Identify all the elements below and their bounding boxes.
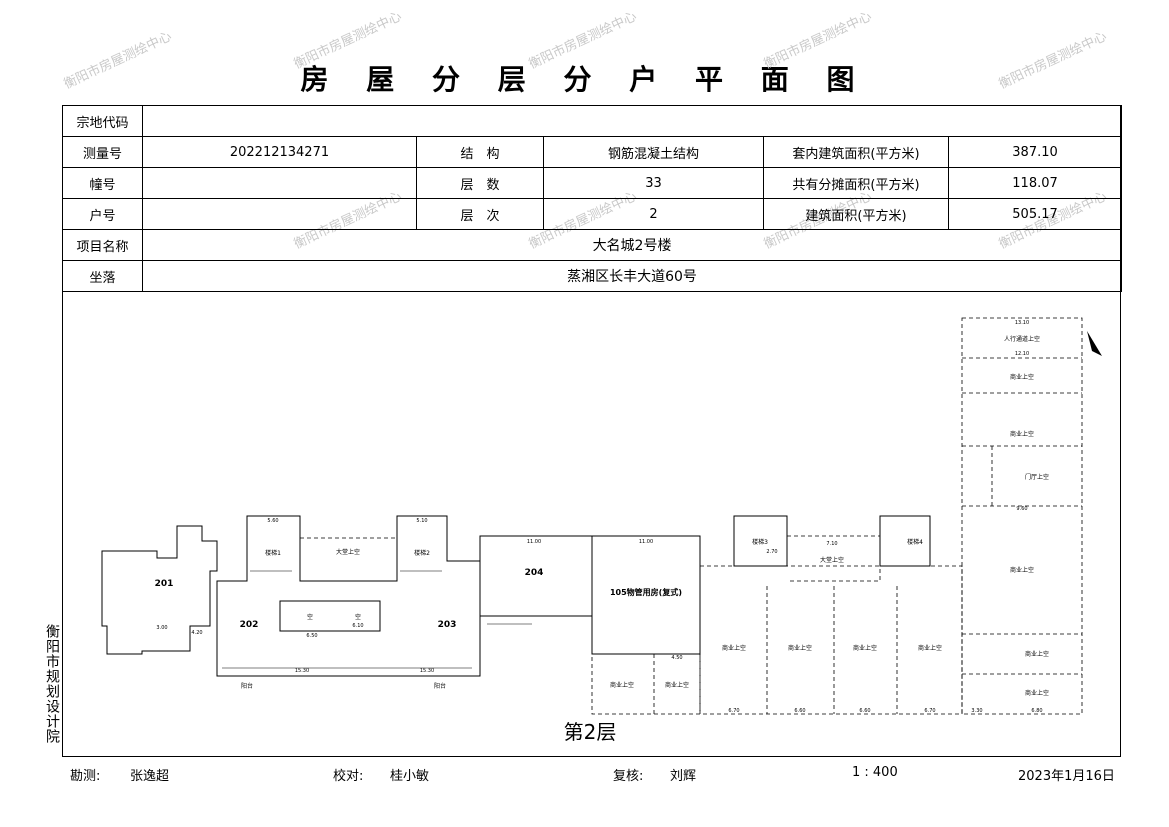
north-arrow-icon: [1087, 331, 1102, 356]
dimension-label: 15.30: [295, 668, 309, 674]
room-label: 商业上空: [665, 681, 689, 689]
floor-plan: 201 202 203 204 105物管用房(复式) 楼梯1 楼梯2 楼梯3 …: [101, 317, 1102, 744]
dimension-label: 5.10: [416, 518, 427, 524]
unit-label: 201: [155, 579, 174, 589]
dimension-label: 11.00: [527, 539, 541, 545]
room-label: 阳台: [241, 682, 253, 690]
room-label: 商业上空: [788, 644, 812, 652]
survey-no-value: 202212134271: [142, 136, 417, 168]
dimension-label: 4.20: [191, 630, 202, 636]
unit-label: 204: [525, 568, 544, 578]
unit-label: 105物管用房(复式): [610, 587, 682, 597]
dimension-label: 12.10: [1015, 351, 1029, 357]
room-label: 楼梯2: [414, 549, 430, 557]
unit-label: 203: [438, 620, 457, 630]
room-label: 商业上空: [1025, 650, 1049, 658]
dimension-label: 6.60: [859, 708, 870, 714]
room-label: 人行通道上空: [1004, 335, 1040, 343]
dimension-label: 15.30: [420, 668, 434, 674]
project-value: 大名城2号楼: [141, 229, 1123, 261]
dimension-label: 3.00: [156, 625, 167, 631]
unit-label: 202: [240, 620, 259, 630]
floors-value: 33: [543, 167, 764, 199]
room-label: 大堂上空: [820, 556, 844, 564]
room-label: 商业上空: [853, 644, 877, 652]
room-label: 商业上空: [722, 644, 746, 652]
building-no-value: [142, 167, 417, 199]
floor-level-value: 2: [543, 198, 764, 230]
survey-no-label: 测量号: [62, 136, 143, 168]
project-label: 项目名称: [62, 229, 143, 261]
dimension-label: 5.60: [267, 518, 278, 524]
room-label: 商业上空: [1010, 566, 1034, 574]
floor-level-label: 层 次: [416, 198, 544, 230]
room-label: 商业上空: [918, 644, 942, 652]
room-label: 楼梯4: [907, 538, 923, 546]
dimension-label: 11.00: [639, 539, 653, 545]
dimension-label: 6.50: [306, 633, 317, 639]
floor-label: 第2层: [564, 720, 617, 744]
build-area-value: 505.17: [947, 198, 1123, 230]
check-label: 校对:: [333, 769, 364, 784]
room-label: 阳台: [434, 682, 446, 690]
room-label: 空: [355, 613, 361, 621]
location-value: 蒸湘区长丰大道60号: [141, 260, 1123, 292]
check-person: 桂小敏: [390, 769, 430, 784]
dimension-label: 7.10: [826, 541, 837, 547]
location-label: 坐落: [62, 260, 143, 292]
date-label: 2023年1月16日: [1018, 769, 1115, 784]
unit-no-value: [142, 198, 417, 230]
survey-label: 勘测:: [70, 769, 101, 784]
zd-code-value: [141, 105, 1123, 137]
build-area-label: 建筑面积(平方米): [763, 198, 949, 230]
survey-person: 张逸超: [130, 769, 170, 784]
dimension-label: 2.70: [766, 549, 777, 555]
room-label: 商业上空: [1010, 430, 1034, 438]
structure-value: 钢筋混凝土结构: [543, 136, 764, 168]
review-label: 复核:: [613, 769, 644, 784]
room-label: 楼梯1: [265, 549, 281, 557]
page-title: 房 屋 分 层 分 户 平 面 图: [300, 63, 869, 96]
dimension-label: 3.30: [971, 708, 982, 714]
room-label: 门厅上空: [1025, 473, 1049, 481]
dimension-label: 6.10: [352, 623, 363, 629]
zd-code-label: 宗地代码: [62, 105, 143, 137]
unit-no-label: 户号: [62, 198, 143, 230]
inner-area-value: 387.10: [947, 136, 1123, 168]
room-label: 商业上空: [1025, 689, 1049, 697]
dimension-label: 6.70: [924, 708, 935, 714]
scale-label: 1 : 400: [852, 765, 898, 780]
building-no-label: 幢号: [62, 167, 143, 199]
review-person: 刘辉: [670, 769, 697, 784]
dimension-label: 4.50: [671, 655, 682, 661]
shared-area-label: 共有分摊面积(平方米): [763, 167, 949, 199]
dimension-label: 6.60: [794, 708, 805, 714]
room-label: 大堂上空: [336, 548, 360, 556]
inner-area-label: 套内建筑面积(平方米): [763, 136, 949, 168]
side-institution-label: 衡阳市规划设计院: [44, 624, 60, 744]
room-label: 楼梯3: [752, 538, 768, 546]
structure-label: 结 构: [416, 136, 544, 168]
room-label: 商业上空: [610, 681, 634, 689]
floors-label: 层 数: [416, 167, 544, 199]
dimension-label: 9.60: [1016, 506, 1027, 512]
dimension-label: 13.10: [1015, 320, 1029, 326]
room-label: 商业上空: [1010, 373, 1034, 381]
dimension-label: 6.80: [1031, 708, 1042, 714]
info-table: 宗地代码 测量号 202212134271 结 构 钢筋混凝土结构 套内建筑面积…: [62, 105, 1123, 292]
dimension-label: 6.70: [728, 708, 739, 714]
shared-area-value: 118.07: [947, 167, 1123, 199]
room-label: 空: [307, 613, 313, 621]
